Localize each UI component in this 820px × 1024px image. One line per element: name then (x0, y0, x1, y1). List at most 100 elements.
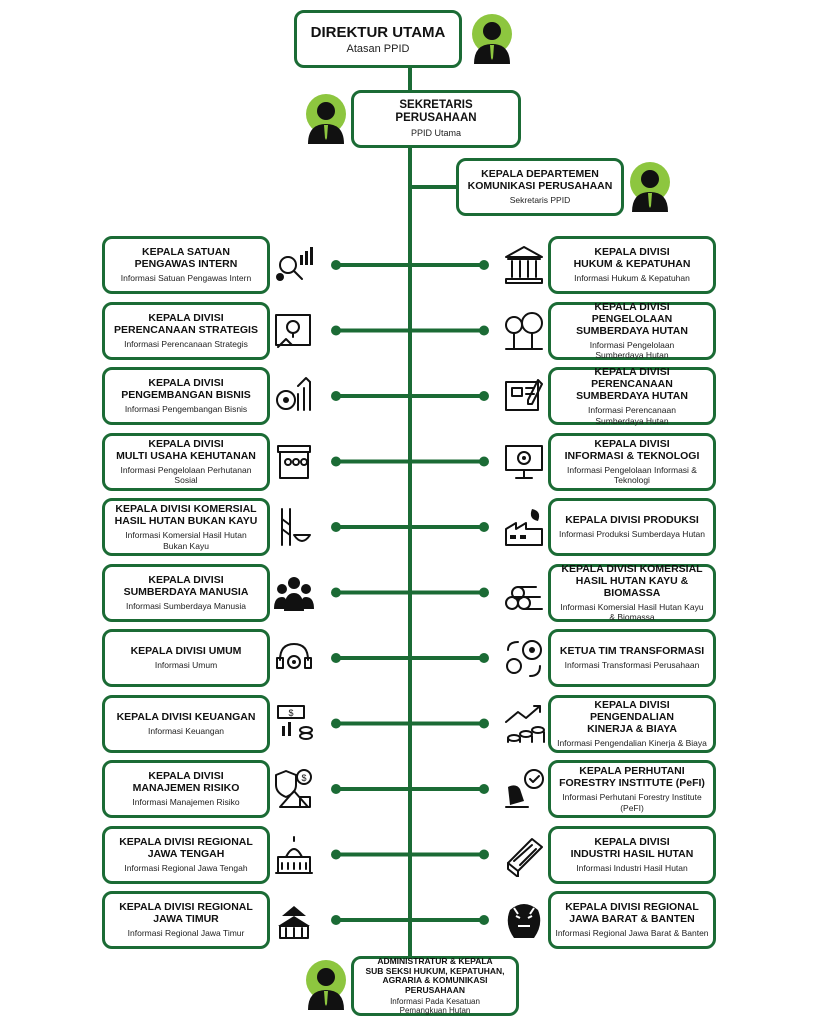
node-division: KEPALA DIVISI PERENCANAAN SUMBERDAYA HUT… (548, 366, 716, 426)
risk-shield-icon: $ (275, 769, 312, 808)
connector-dot (479, 915, 489, 925)
connector-dot (331, 325, 341, 336)
monitor-gear-icon (505, 444, 543, 479)
research-microscope-icon (505, 769, 544, 808)
node-subtitle: Informasi Perhutani Forestry Institute (… (562, 792, 702, 813)
headset-gear-icon (276, 643, 312, 669)
node-subtitle: Informasi Pengelolaan Perhutanan Sosial (120, 464, 252, 486)
node-subtitle: Informasi Hukum & Kepatuhan (574, 273, 690, 284)
node-division: KEPALA SATUAN PENGAWAS INTERN Informasi S… (102, 236, 270, 294)
connector-dot (331, 915, 341, 925)
node-division: KEPALA DIVISI PENGENDALIAN KINERJA & BIA… (548, 694, 716, 753)
node-division: KEPALA DIVISI PENGELOLAAN SUMBERDAYA HUT… (548, 300, 716, 360)
node-subtitle: Informasi Pada Kesatuan Pemangkuan Hutan (390, 997, 480, 1015)
node-title: KEPALA DIVISI INFORMASI & TEKNOLOGI (564, 437, 700, 462)
node-subtitle: Informasi Regional Jawa Timur (127, 928, 245, 939)
node-division: KEPALA DIVISI INDUSTRI HASIL HUTAN Inform… (548, 825, 716, 884)
node-division: KEPALA PERHUTANI FORESTRY INSTITUTE (PeF… (548, 760, 716, 818)
temple-roof-icon (278, 900, 310, 939)
connector-dot (331, 260, 341, 270)
node-title: KEPALA DIVISI INDUSTRI HASIL HUTAN (570, 835, 694, 860)
palace-building-icon (275, 835, 313, 874)
node-subtitle: Sekretaris PPID (509, 195, 571, 206)
node-title: KEPALA DIVISI KOMERSIAL HASIL HUTAN BUKA… (114, 503, 258, 527)
node-title: KEPALA DIVISI SUMBERDAYA MANUSIA (123, 573, 249, 598)
node-title: KEPALA DIVISI PENGEMBANGAN BISNIS (121, 377, 251, 402)
person-avatar-icon (472, 14, 512, 64)
node-subtitle: Informasi Manajemen Risiko (132, 797, 240, 808)
node-division: KEPALA DIVISI REGIONAL JAWA BARAT & BANT… (548, 891, 716, 949)
node-division: KEPALA DIVISI REGIONAL JAWA TIMUR Informa… (102, 891, 270, 949)
node-subtitle: Informasi Pengendalian Kinerja & Biaya (557, 737, 707, 748)
connector-dot (479, 456, 489, 467)
node-subtitle: Informasi Regional Jawa Barat & Banten (555, 928, 709, 939)
connector-dot (331, 456, 341, 467)
node-division: KEPALA DIVISI PENGEMBANGAN BISNIS Informa… (102, 367, 270, 425)
node-direktur-utama: DIREKTUR UTAMA Atasan PPID (294, 10, 462, 68)
node-title: KEPALA DIVISI KEUANGAN (116, 710, 256, 723)
transform-cycle-icon (506, 640, 542, 677)
connector-dot (479, 784, 489, 794)
connector-dot (479, 718, 489, 729)
person-avatar-icon (630, 162, 670, 212)
people-group-icon (274, 576, 314, 611)
node-title: KEPALA SATUAN PENGAWAS INTERN (134, 246, 238, 271)
node-subtitle: Informasi Regional Jawa Tengah (124, 862, 248, 873)
node-title: KEPALA DIVISI MULTI USAHA KEHUTANAN (116, 437, 256, 462)
node-subtitle: Informasi Satuan Pengawas Intern (120, 273, 252, 284)
courthouse-icon (505, 246, 543, 284)
node-subtitle: Informasi Perencanaan Sumberdaya Hutan (588, 405, 676, 426)
connector-dot (479, 849, 489, 860)
node-title: ADMINISTRATUR & KEPALA SUB SEKSI HUKUM, … (365, 956, 505, 995)
cost-performance-icon (505, 704, 545, 743)
node-title: KEPALA DIVISI PERENCANAAN STRATEGIS (114, 311, 258, 336)
connector-dot (479, 522, 489, 532)
connector-dot (479, 325, 489, 336)
connector-dot (331, 391, 341, 401)
connector-dot (331, 784, 341, 794)
node-subtitle: Atasan PPID (346, 42, 410, 55)
connector-dot (331, 653, 341, 663)
node-division: KEPALA DIVISI KOMERSIAL HASIL HUTAN KAYU… (548, 562, 716, 623)
node-kepala-departemen-komunikasi: KEPALA DEPARTEMEN KOMUNIKASI PERUSAHAAN … (456, 158, 624, 216)
node-division: KEPALA DIVISI KOMERSIAL HASIL HUTAN BUKA… (102, 498, 270, 556)
node-subtitle: Informasi Industri Hasil Hutan (576, 862, 688, 873)
node-title: KEPALA DIVISI REGIONAL JAWA TIMUR (119, 901, 253, 926)
node-subtitle: PPID Utama (410, 128, 461, 139)
node-title: KEPALA DIVISI PERENCANAAN SUMBERDAYA HUT… (576, 366, 688, 402)
node-sekretaris-perusahaan: SEKRETARIS PERUSAHAAN PPID Utama (351, 90, 521, 148)
tiger-icon (507, 904, 541, 938)
business-growth-icon (276, 377, 311, 411)
node-title: KEPALA DIVISI PRODUKSI (565, 514, 699, 527)
connector-dot (331, 849, 341, 860)
node-subtitle: Informasi Komersial Hasil Hutan Kayu & B… (560, 601, 704, 623)
sap-tapping-icon (281, 508, 311, 546)
connector-dot (479, 260, 489, 270)
wood-plank-icon (507, 837, 543, 877)
connector-dot (331, 587, 341, 598)
node-title: KETUA TIM TRANSFORMASI (559, 645, 705, 658)
blueprint-plan-icon (505, 379, 543, 411)
node-title: KEPALA DIVISI KOMERSIAL HASIL HUTAN KAYU… (561, 562, 703, 599)
node-subtitle: Informasi Sumberdaya Manusia (125, 600, 246, 611)
node-title: KEPALA PERHUTANI FORESTRY INSTITUTE (PeF… (559, 765, 705, 789)
connector-dot (331, 718, 341, 729)
market-stall-icon (277, 444, 311, 479)
node-subtitle: Informasi Pengembangan Bisnis (124, 404, 248, 415)
factory-leaf-icon (505, 509, 543, 546)
node-title: SEKRETARIS PERUSAHAAN (395, 99, 477, 125)
strategy-plan-icon (275, 313, 311, 348)
node-title: KEPALA DIVISI PENGELOLAAN SUMBERDAYA HUT… (576, 300, 688, 337)
node-subtitle: Informasi Pengelolaan Informasi & Teknol… (567, 464, 697, 486)
